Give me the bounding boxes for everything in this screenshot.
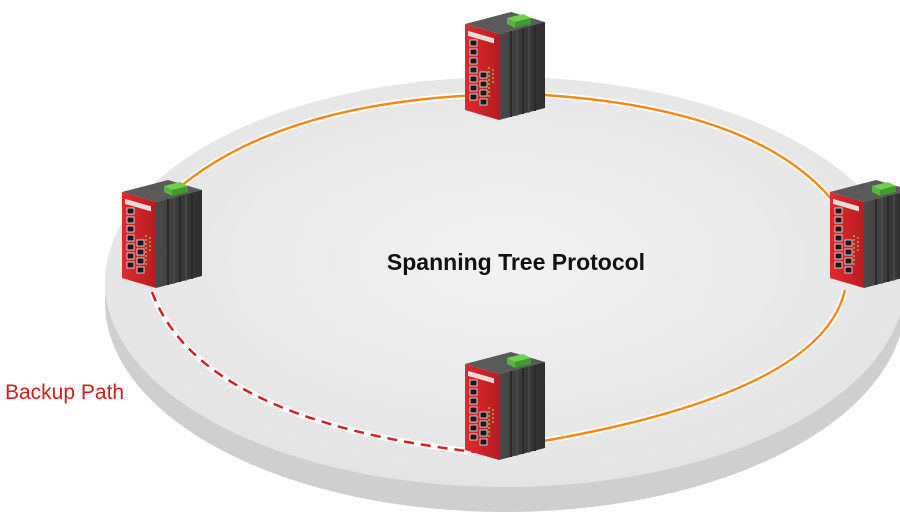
switch-top bbox=[464, 11, 546, 121]
diagram-title: Spanning Tree Protocol bbox=[387, 249, 645, 275]
link-left-top bbox=[159, 93, 481, 206]
switch-left bbox=[121, 179, 203, 289]
industrial-ethernet-switch-icon bbox=[464, 351, 546, 461]
link-left-bottom-backup bbox=[150, 291, 476, 454]
industrial-ethernet-switch-icon bbox=[829, 179, 900, 289]
switch-bottom bbox=[464, 351, 546, 461]
link-top-right bbox=[499, 91, 842, 211]
backup-path-label: Backup Path bbox=[5, 381, 124, 404]
industrial-ethernet-switch-icon bbox=[121, 179, 203, 289]
ring-links bbox=[149, 90, 848, 455]
switch-right bbox=[829, 179, 900, 289]
ring-platform bbox=[105, 77, 900, 512]
platform-top bbox=[105, 77, 900, 487]
industrial-ethernet-switch-icon bbox=[464, 11, 546, 121]
link-right-bottom bbox=[499, 289, 847, 450]
